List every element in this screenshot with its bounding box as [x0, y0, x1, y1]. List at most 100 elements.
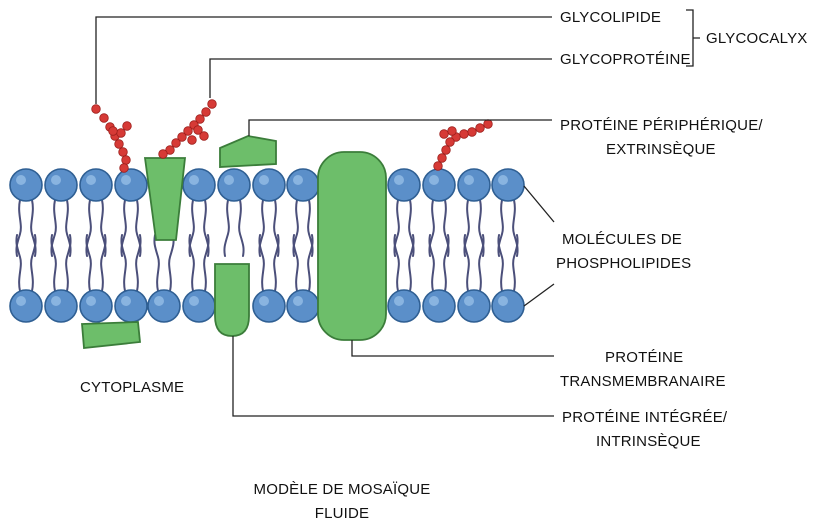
transmembrane-leader: [351, 340, 554, 357]
lipid-tail: [512, 199, 519, 257]
lipid-tail: [50, 199, 57, 257]
integral-protein-bottom: [214, 263, 250, 337]
lipid-tail: [203, 199, 210, 257]
lipid-tail: [203, 234, 210, 292]
phospholipid-leader-bottom: [523, 283, 555, 307]
lipid-tail: [238, 199, 245, 257]
lipid-tail: [497, 234, 504, 292]
sugar-bead: [459, 129, 469, 139]
peripheral-protein-label-line2: EXTRINSÈQUE: [606, 141, 716, 158]
lipid-tail: [100, 199, 107, 257]
phospholipid-head: [44, 168, 78, 202]
head-highlight: [51, 175, 61, 185]
lipid-tail: [408, 199, 415, 257]
peripheral-protein-top: [219, 135, 277, 168]
sugar-bead: [467, 127, 477, 137]
glycoprotein-label: GLYCOPROTÉINE: [560, 51, 691, 68]
lipid-tail: [30, 199, 37, 257]
lipid-tail: [292, 199, 299, 257]
diagram-title-line1: MODÈLE DE MOSAÏQUE: [254, 481, 431, 498]
head-highlight: [16, 175, 26, 185]
lipid-tail: [85, 199, 92, 257]
lipid-tail: [153, 234, 160, 292]
head-highlight: [394, 296, 404, 306]
lipid-tail: [273, 199, 280, 257]
sugar-bead: [183, 126, 193, 136]
sugar-bead: [91, 104, 101, 114]
lipid-tail: [307, 234, 314, 292]
lipid-tail: [15, 234, 22, 292]
carbohydrate-chains: [91, 99, 493, 173]
sugar-bead: [118, 147, 128, 157]
head-highlight: [259, 175, 269, 185]
sugar-bead: [165, 145, 175, 155]
lipid-tail: [188, 234, 195, 292]
sugar-bead: [445, 137, 455, 147]
sugar-bead: [121, 155, 131, 165]
lipid-tail: [443, 234, 450, 292]
head-highlight: [86, 296, 96, 306]
phospholipid-head: [9, 168, 43, 202]
phospholipids-label-line2: PHOSPHOLIPIDES: [556, 255, 691, 272]
head-highlight: [224, 175, 234, 185]
phospholipid-head: [79, 289, 113, 323]
phospholipid-head: [387, 289, 421, 323]
phospholipid-head: [147, 289, 181, 323]
sugar-bead: [447, 126, 457, 136]
cytoplasm-label: CYTOPLASME: [80, 379, 184, 396]
head-highlight: [429, 296, 439, 306]
lipid-tail: [408, 234, 415, 292]
head-highlight: [394, 175, 404, 185]
lipid-tail: [463, 234, 470, 292]
phospholipid-head: [422, 168, 456, 202]
head-highlight: [293, 296, 303, 306]
head-highlight: [259, 296, 269, 306]
sugar-bead: [177, 132, 187, 142]
lipid-tail: [15, 199, 22, 257]
integral-protein-label-line1: PROTÉINE INTÉGRÉE/: [562, 409, 728, 426]
phospholipid-head: [182, 289, 216, 323]
head-highlight: [293, 175, 303, 185]
phospholipid-leader-top: [523, 185, 555, 223]
lipid-tail: [393, 234, 400, 292]
head-highlight: [154, 296, 164, 306]
phospholipid-head: [491, 289, 525, 323]
head-highlight: [16, 296, 26, 306]
sugar-bead: [195, 114, 205, 124]
phospholipid-head: [252, 289, 286, 323]
sugar-bead: [483, 119, 493, 129]
lipid-tail: [135, 199, 142, 257]
lipid-tail: [428, 234, 435, 292]
lipid-tail: [307, 199, 314, 257]
sugar-bead: [193, 125, 203, 135]
lipid-tail: [463, 199, 470, 257]
phospholipid-heads: [9, 168, 525, 323]
lipid-tail: [478, 199, 485, 257]
sugar-bead: [171, 138, 181, 148]
lipid-tail: [188, 199, 195, 257]
glycocalyx-brace: [686, 9, 700, 67]
phospholipid-head: [387, 168, 421, 202]
sugar-bead: [433, 161, 443, 171]
lipid-tail: [223, 199, 230, 257]
lipid-tail: [497, 199, 504, 257]
phospholipid-head: [457, 289, 491, 323]
glycocalyx-label: GLYCOCALYX: [706, 30, 807, 47]
phospholipid-head: [79, 168, 113, 202]
lipid-tail: [120, 199, 127, 257]
lipid-tail: [292, 234, 299, 292]
lipid-tail: [30, 234, 37, 292]
sugar-bead: [207, 99, 217, 109]
transmembrane-protein: [317, 151, 387, 341]
sugar-bead: [114, 139, 124, 149]
head-highlight: [121, 296, 131, 306]
lipid-tail: [512, 234, 519, 292]
lipid-tail: [168, 234, 175, 292]
head-highlight: [121, 175, 131, 185]
head-highlight: [464, 296, 474, 306]
sugar-bead: [122, 121, 132, 131]
sugar-bead: [475, 123, 485, 133]
phospholipid-head: [182, 168, 216, 202]
